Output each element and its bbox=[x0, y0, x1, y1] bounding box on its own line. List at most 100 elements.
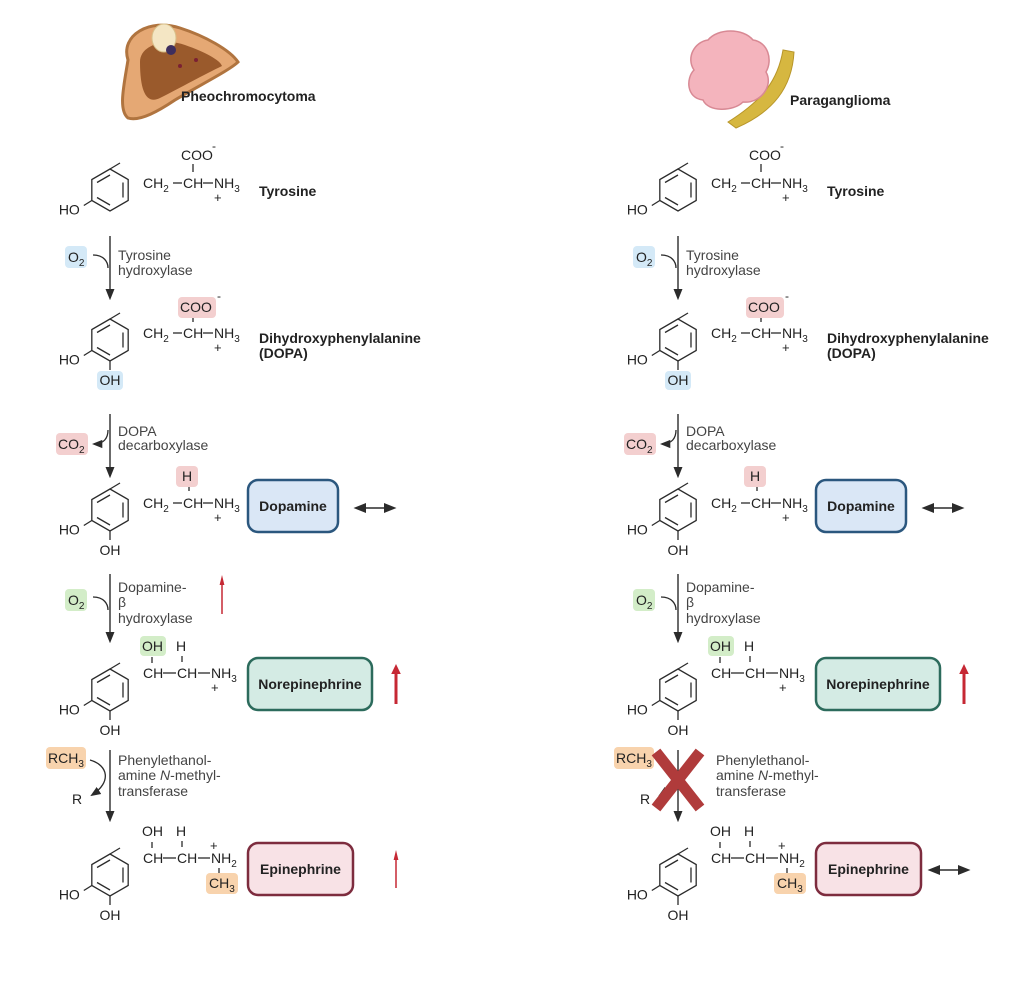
double-bond bbox=[96, 346, 111, 356]
subscript: 3 bbox=[802, 504, 808, 515]
text-part: CH bbox=[711, 175, 731, 191]
subscript: 2 bbox=[163, 504, 169, 515]
charge-label: + bbox=[214, 190, 222, 205]
text-part: O bbox=[636, 249, 647, 265]
subscript: 2 bbox=[731, 184, 737, 195]
amine-group: NH3 bbox=[782, 175, 808, 195]
methyl-donor-label: RCH3 bbox=[616, 750, 652, 770]
double-bond bbox=[96, 174, 111, 184]
epinephrine-label: Epinephrine bbox=[260, 861, 341, 877]
subscript: 2 bbox=[647, 601, 653, 612]
text-part: O bbox=[636, 592, 647, 608]
hydroxyl-label: OH bbox=[100, 372, 121, 388]
hydroxyl-label: OH bbox=[100, 907, 121, 923]
byproduct-label: R bbox=[640, 791, 650, 807]
charge-label: + bbox=[779, 680, 787, 695]
enzyme-label: Tyrosine bbox=[118, 247, 171, 263]
text-part: CH bbox=[143, 325, 163, 341]
text-part: RCH bbox=[616, 750, 646, 766]
bond bbox=[83, 699, 93, 707]
text-part: CO bbox=[58, 436, 79, 452]
text-part: amine bbox=[716, 767, 758, 783]
ch2-group: CH2 bbox=[143, 325, 169, 345]
enzyme-label: transferase bbox=[716, 783, 786, 799]
methyl-highlight bbox=[774, 873, 806, 894]
release-arc bbox=[659, 429, 677, 449]
charge-label: - bbox=[785, 289, 789, 303]
norepinephrine-box bbox=[246, 656, 374, 712]
enzyme-label: hydroxylase bbox=[118, 610, 193, 626]
norepinephrine-label: Norepinephrine bbox=[826, 676, 930, 692]
methyl-label: CH3 bbox=[777, 875, 803, 895]
charge-label: + bbox=[782, 190, 790, 205]
ch-group: CH bbox=[143, 665, 163, 681]
ch-group: CH bbox=[177, 665, 197, 681]
dopamine-label: Dopamine bbox=[259, 498, 327, 514]
hydroxyl-label: HO bbox=[627, 522, 648, 538]
subscript: 2 bbox=[647, 445, 653, 456]
enzyme-label: hydroxylase bbox=[686, 262, 761, 278]
charge-label: + bbox=[210, 838, 218, 853]
subscript: 2 bbox=[79, 601, 85, 612]
text-part: CH bbox=[143, 175, 163, 191]
enzyme-label: Phenylethanol- bbox=[716, 752, 810, 768]
double-bond bbox=[664, 346, 679, 356]
tumor-name-label: Paraganglioma bbox=[790, 92, 891, 108]
co2-highlight bbox=[56, 433, 88, 455]
ch2-group: CH2 bbox=[711, 325, 737, 345]
methyl-label: CH3 bbox=[209, 875, 235, 895]
double-bond bbox=[664, 674, 679, 684]
amine-group: NH3 bbox=[211, 665, 237, 685]
text-part: CH bbox=[711, 495, 731, 511]
hydroxyl-label: HO bbox=[59, 887, 80, 903]
enzyme-label: β bbox=[118, 594, 126, 610]
dopa-label: Dihydroxyphenylalanine bbox=[259, 330, 421, 346]
epinephrine-box bbox=[814, 841, 923, 897]
subscript: 3 bbox=[234, 184, 240, 195]
bond bbox=[677, 482, 689, 490]
hydrogen-label: H bbox=[176, 823, 186, 839]
hydrogen-label: H bbox=[744, 823, 754, 839]
enzyme-label: Dopamine- bbox=[118, 579, 187, 595]
subscript: 2 bbox=[731, 334, 737, 345]
text-part: NH bbox=[782, 495, 802, 511]
bond bbox=[83, 199, 93, 207]
enzyme-label: Phenylethanol- bbox=[118, 752, 212, 768]
text-part: NH bbox=[214, 325, 234, 341]
text-part: NH bbox=[782, 325, 802, 341]
hydroxyl-highlight bbox=[708, 636, 734, 656]
double-bond bbox=[664, 881, 679, 891]
text-part: NH bbox=[782, 175, 802, 191]
methyl-donor-label: RCH3 bbox=[48, 750, 84, 770]
tumor-spot bbox=[194, 58, 198, 62]
text-part: CH bbox=[777, 875, 797, 891]
paraganglioma-mass bbox=[688, 30, 770, 110]
bond bbox=[109, 162, 121, 170]
oxygen-label: O2 bbox=[636, 249, 653, 269]
ch-group: CH bbox=[751, 495, 771, 511]
cofactor-arc bbox=[89, 759, 106, 797]
norepinephrine-label: Norepinephrine bbox=[258, 676, 362, 692]
text-part: CH bbox=[209, 875, 229, 891]
subscript: 3 bbox=[234, 334, 240, 345]
charge-label: + bbox=[214, 510, 222, 525]
paraganglia-tumor-icon bbox=[688, 30, 795, 129]
oxygen-label: O2 bbox=[68, 249, 85, 269]
double-bond bbox=[664, 174, 679, 184]
cofactor-arc bbox=[660, 596, 677, 611]
ch-group: CH bbox=[745, 850, 765, 866]
text-part: NH bbox=[214, 175, 234, 191]
bond bbox=[651, 199, 661, 207]
enzyme-label: DOPA bbox=[686, 423, 725, 439]
co2-highlight bbox=[624, 433, 656, 455]
amine-group: NH3 bbox=[214, 175, 240, 195]
double-bond bbox=[664, 696, 679, 706]
ch-group: CH bbox=[143, 850, 163, 866]
tyrosine-label: Tyrosine bbox=[827, 183, 885, 199]
amine-group: NH3 bbox=[782, 325, 808, 345]
text-part: N bbox=[160, 767, 171, 783]
double-bond bbox=[96, 196, 111, 206]
bond bbox=[651, 519, 661, 527]
